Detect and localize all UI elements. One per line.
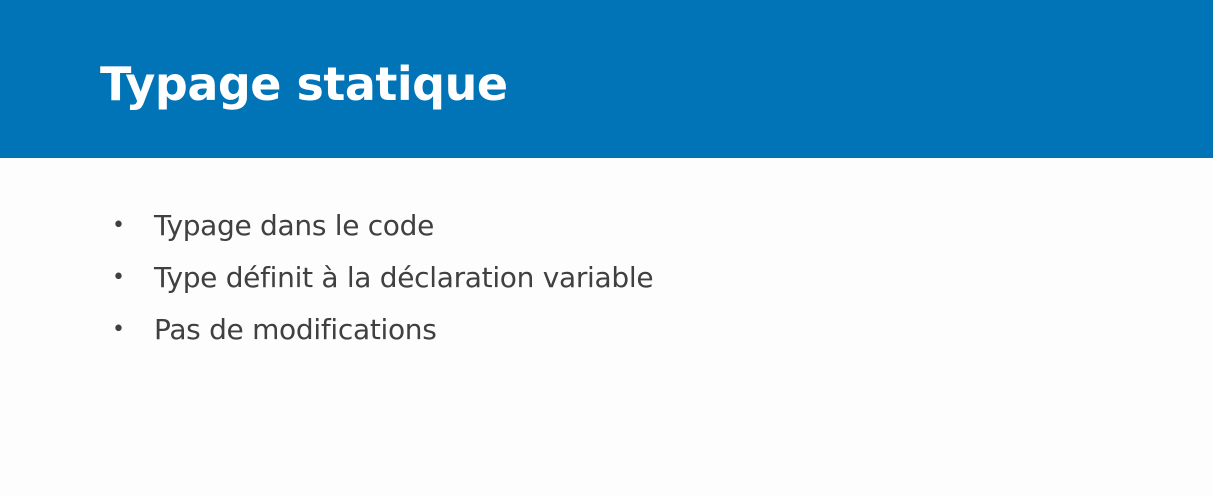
title-bar: Typage statique (0, 0, 1213, 158)
bullet-icon: • (112, 265, 125, 290)
bullet-icon: • (112, 213, 125, 238)
bullet-icon: • (112, 317, 125, 342)
bullet-text: Type définit à la déclaration variable (154, 261, 654, 294)
bullet-text: Pas de modifications (154, 313, 437, 346)
slide-title: Typage statique (100, 57, 508, 111)
bullet-text: Typage dans le code (154, 209, 435, 242)
